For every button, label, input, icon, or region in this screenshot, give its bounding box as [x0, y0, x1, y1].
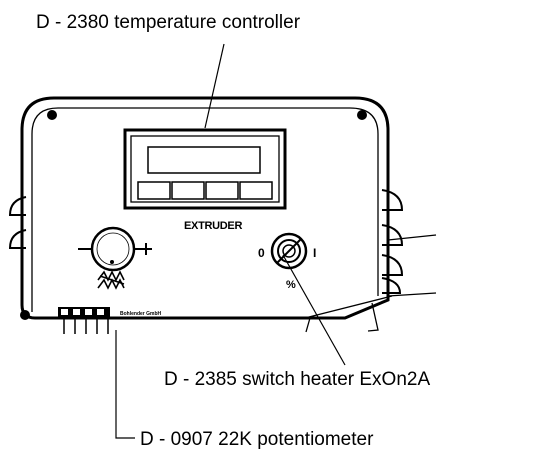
callout-temperature-controller: D - 2380 temperature controller — [36, 12, 301, 33]
rotary-switch-icon[interactable] — [270, 232, 308, 270]
leader-controller — [204, 43, 225, 129]
switch-percent-mark: % — [286, 279, 296, 291]
corner-screws — [20, 110, 367, 320]
controller-key-2[interactable] — [171, 181, 205, 200]
maker-plate-text: Bohlender GmbH — [120, 311, 162, 317]
leader-switch — [282, 254, 346, 366]
switch-on-mark: I — [313, 246, 316, 260]
terminal-strip — [58, 307, 110, 317]
right-mount-tabs — [381, 189, 404, 294]
cables — [304, 234, 437, 333]
callout-switch-heater: D - 2385 switch heater ExOn2A — [164, 369, 430, 390]
controller-key-3[interactable] — [205, 181, 239, 200]
terminal-block — [58, 307, 110, 334]
lcd-screen — [147, 146, 261, 174]
extruder-label: EXTRUDER — [184, 220, 242, 232]
callout-potentiometer: D - 0907 22K potentiometer — [140, 429, 374, 450]
temperature-controller-display — [123, 128, 287, 210]
potentiometer-knob-icon[interactable] — [78, 226, 152, 272]
screw-top-right — [357, 110, 367, 120]
controller-key-4[interactable] — [239, 181, 273, 200]
controller-frame — [123, 128, 287, 210]
left-mount-tabs — [8, 196, 27, 249]
screw-bottom-left — [20, 310, 30, 320]
controller-key-1[interactable] — [137, 181, 171, 200]
heater-symbol-icon — [97, 270, 125, 290]
switch-off-mark: 0 — [258, 246, 265, 260]
leader-lines — [115, 43, 346, 439]
screw-top-left — [47, 110, 57, 120]
leader-potentiometer — [115, 330, 135, 439]
